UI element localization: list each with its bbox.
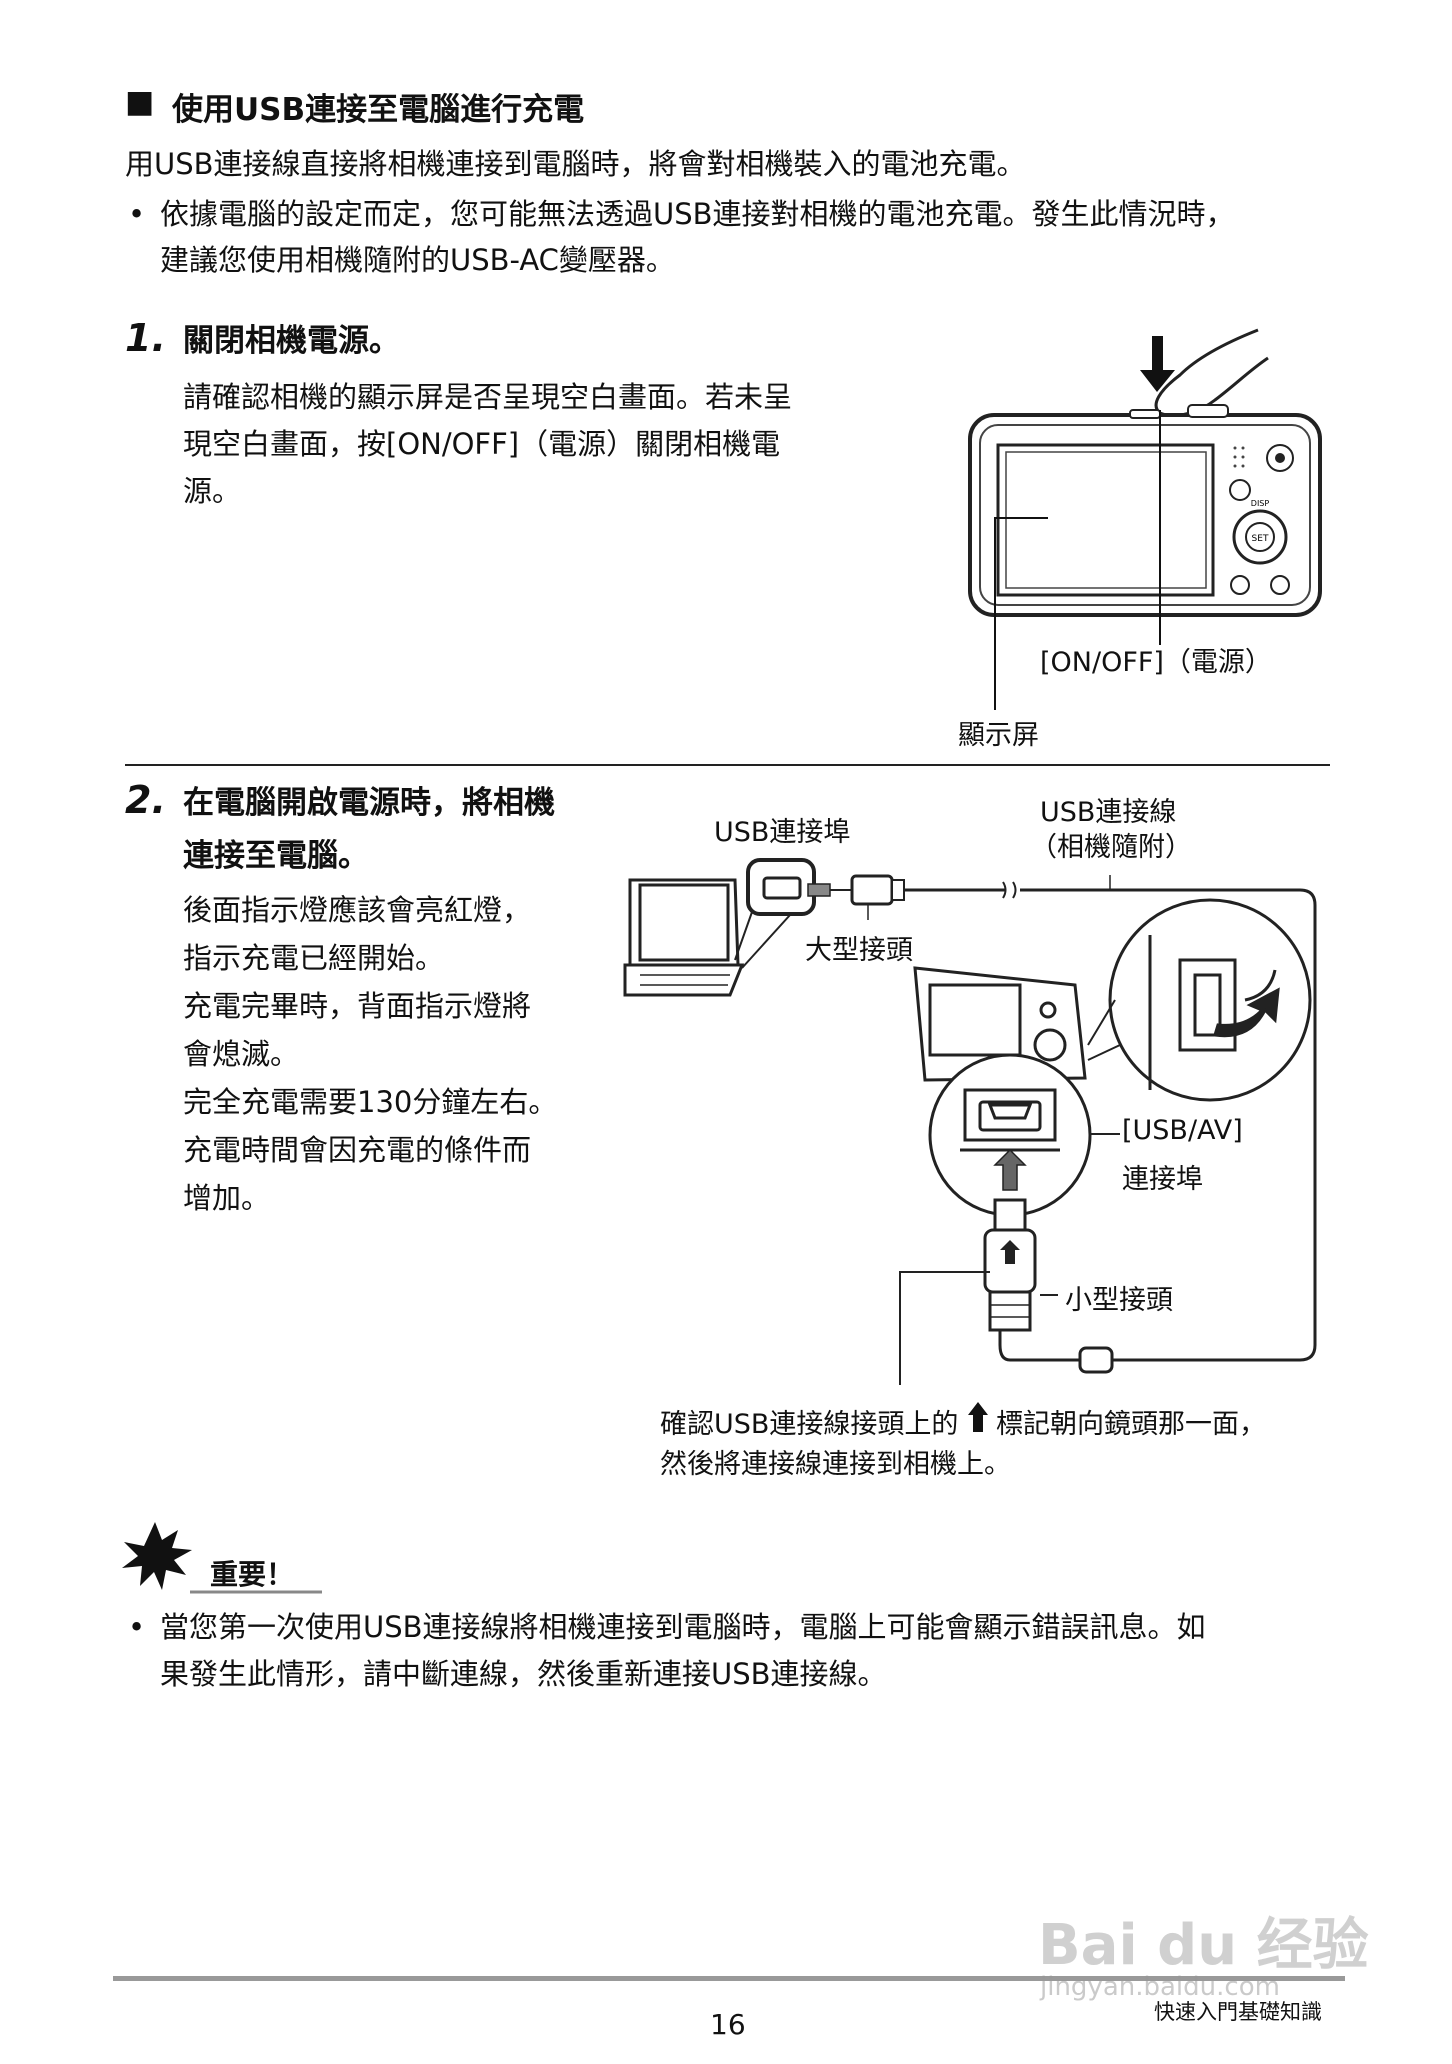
usbav-label-2: 連接埠 <box>1122 1164 1203 1195</box>
control-dial <box>1232 509 1288 565</box>
step-2-body-4: 會熄滅。 <box>183 1037 300 1071</box>
caption-up-mark-icon <box>968 1402 988 1432</box>
step-2-body-2: 指示充電已經開始。 <box>183 941 445 975</box>
step-2-number: 2. <box>125 778 166 822</box>
small-plug-icon <box>983 1198 1037 1332</box>
step-2-body-1: 後面指示燈應該會亮紅燈， <box>183 893 532 927</box>
ferrite-core <box>1078 1346 1114 1374</box>
footer-rule <box>113 1976 1345 1981</box>
usb-port-zoom <box>746 858 816 916</box>
step-2-body-5: 完全充電需要130分鐘左右。 <box>183 1085 558 1119</box>
disp-label: DISP <box>1251 499 1270 508</box>
important-line-2: 果發生此情形，請中斷連線，然後重新連接USB連接線。 <box>160 1657 887 1691</box>
camera-icon <box>913 966 1087 1082</box>
caption-line-2: 然後將連接線連接到相機上。 <box>660 1449 1011 1480</box>
power-button <box>1187 404 1229 418</box>
large-plug-icon <box>850 874 894 906</box>
step-1-body-1: 請確認相機的顯示屏是否呈現空白畫面。若未呈 <box>183 380 793 414</box>
page-number: 16 <box>710 2008 746 2041</box>
footer-section-name: 快速入門基礎知識 <box>1154 2000 1322 2024</box>
intro-text: 用USB連接線直接將相機連接到電腦時，將會對相機裝入的電池充電。 <box>125 147 1026 181</box>
important-line-1: 當您第一次使用USB連接線將相機連接到電腦時，電腦上可能會顯示錯誤訊息。如 <box>160 1610 1206 1644</box>
step-1-body-3: 源。 <box>183 474 242 508</box>
laptop-icon <box>623 878 745 997</box>
display-screen <box>996 443 1215 597</box>
note-bullet: • <box>128 197 146 231</box>
display-label: 顯示屏 <box>958 720 1039 751</box>
camera-mode-button <box>1229 479 1251 501</box>
step-2-body-6: 充電時間會因充電的條件而 <box>183 1133 532 1167</box>
set-label: SET <box>1252 534 1269 544</box>
cable-label-1: USB連接線 <box>1040 797 1177 828</box>
insert-arrow-icon <box>993 1148 1027 1191</box>
camera-body <box>968 413 1322 617</box>
important-title: 重要！ <box>210 1558 295 1591</box>
step-2-title-1: 在電腦開啟電源時，將相機 <box>183 785 555 821</box>
step-1-title: 關閉相機電源。 <box>183 323 400 359</box>
small-plug-label: 小型接頭 <box>1065 1285 1173 1316</box>
record-button <box>1266 444 1294 472</box>
note-line-2: 建議您使用相機隨附的USB-AC變壓器。 <box>160 243 675 277</box>
set-button <box>1245 522 1275 552</box>
up-mark-icon <box>1000 1240 1020 1264</box>
watermark-logo: Bai du 经验 <box>1038 1913 1369 1978</box>
step-2-body-7: 增加。 <box>183 1181 271 1215</box>
usb-port-label: USB連接埠 <box>714 817 851 848</box>
step-1-number: 1. <box>125 316 166 360</box>
playback-button <box>1230 575 1250 595</box>
delete-button <box>1270 575 1290 595</box>
usbav-label-1: [USB/AV] <box>1122 1115 1243 1146</box>
large-plug-label: 大型接頭 <box>805 935 913 966</box>
step-1-body-2: 現空白畫面，按[ON/OFF]（電源）關閉相機電 <box>183 427 781 461</box>
note-line-1: 依據電腦的設定而定，您可能無法透過USB連接對相機的電池充電。發生此情況時， <box>160 197 1235 231</box>
watermark-url: jingyan.baidu.com <box>1040 1972 1280 2002</box>
caption-line-1a: 確認USB連接線接頭上的 <box>660 1409 959 1440</box>
section-divider <box>125 764 1330 766</box>
step-2-title-2: 連接至電腦。 <box>183 838 369 874</box>
caption-line-1b: 標記朝向鏡頭那一面， <box>996 1409 1266 1440</box>
cable-label-2: （相機隨附） <box>1030 832 1192 863</box>
section-bullet: ■ <box>125 84 155 120</box>
step-2-body-3: 充電完畢時，背面指示燈將 <box>183 989 532 1023</box>
power-button-label: [ON/OFF]（電源） <box>1040 647 1272 678</box>
side-door-zoom <box>1108 898 1312 1102</box>
section-title: 使用USB連接至電腦進行充電 <box>172 92 585 128</box>
press-arrow-icon <box>1140 336 1175 392</box>
finger-icon <box>1154 328 1269 418</box>
important-bullet: • <box>128 1610 146 1644</box>
usbav-port-zoom <box>928 1053 1092 1217</box>
